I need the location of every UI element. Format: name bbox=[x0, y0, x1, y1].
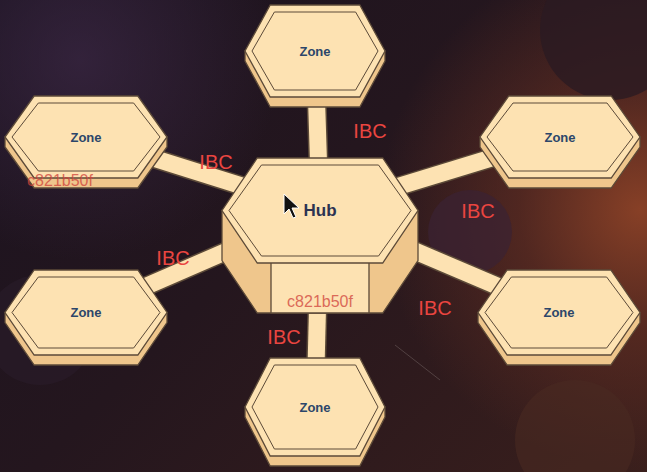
zone-name: Zone bbox=[299, 400, 330, 415]
zone-hexagon: Zone bbox=[245, 358, 385, 466]
ibc-label: IBC bbox=[461, 200, 494, 223]
hexagon-top bbox=[5, 96, 167, 178]
planet bbox=[540, 0, 647, 100]
watermark: c821b50f bbox=[27, 172, 93, 190]
hexagon-inner bbox=[12, 277, 160, 348]
hexagon-top bbox=[5, 270, 167, 355]
hexagon-top bbox=[478, 270, 640, 355]
zone-name: Zone bbox=[544, 130, 575, 145]
hexagon-top bbox=[245, 358, 385, 456]
zone-hexagon: Zone bbox=[478, 270, 640, 365]
hexagon-inner bbox=[12, 103, 160, 171]
ibc-label: IBC bbox=[199, 151, 232, 174]
zone-hexagon: Zone bbox=[245, 5, 385, 107]
zone-name: Zone bbox=[70, 130, 101, 145]
hexagon-inner bbox=[229, 165, 411, 256]
hexagon-inner bbox=[485, 277, 633, 348]
ibc-label: IBC bbox=[418, 297, 451, 320]
hub-name: Hub bbox=[303, 201, 336, 221]
hexagon-inner bbox=[487, 103, 633, 171]
cursor-arrow bbox=[284, 194, 299, 218]
hexagon-top bbox=[222, 158, 418, 263]
ibc-label: IBC bbox=[156, 247, 189, 270]
ibc-label: IBC bbox=[267, 326, 300, 349]
watermark: c821b50f bbox=[287, 293, 353, 311]
zone-name: Zone bbox=[70, 305, 101, 320]
hexagon-inner bbox=[252, 365, 378, 449]
zone-hexagon: Zone bbox=[5, 270, 167, 365]
zone-name: Zone bbox=[299, 44, 330, 59]
hexagon-top bbox=[480, 96, 640, 178]
hexagon-outline bbox=[222, 158, 418, 313]
hexagon-inner bbox=[252, 12, 378, 90]
hub-hexagon: Hub bbox=[222, 158, 418, 313]
ibc-label: IBC bbox=[353, 120, 386, 143]
hexagon-top bbox=[245, 5, 385, 97]
zone-hexagon: Zone bbox=[480, 96, 640, 188]
planet bbox=[515, 380, 635, 472]
streak bbox=[395, 345, 440, 380]
zone-name: Zone bbox=[543, 305, 574, 320]
